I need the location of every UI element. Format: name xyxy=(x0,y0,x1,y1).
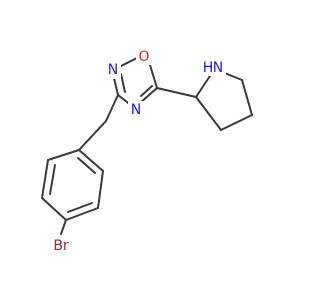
bond-c-br xyxy=(60,219,67,235)
bond-o1-n2 xyxy=(120,57,138,67)
bond-c3p-c2p xyxy=(195,96,222,131)
atom-label-o: O xyxy=(138,49,149,65)
structure-canvas: O N N H N Br xyxy=(41,47,253,256)
bond-n4-c5-double xyxy=(140,85,153,97)
bond-c2p-nh xyxy=(195,75,211,98)
atom-nh: H N xyxy=(200,56,226,76)
bond-c5p-c4p xyxy=(241,79,253,116)
bond-n2-c3-double xyxy=(120,73,126,93)
bond-b2-b3-double xyxy=(49,164,56,195)
bond-ch2-benzene xyxy=(78,120,107,151)
bond-b2-b3 xyxy=(41,159,49,199)
atom-label-h: H xyxy=(203,60,214,76)
bond-c3-ch2 xyxy=(105,94,119,122)
atom-label-n2: N xyxy=(108,62,118,78)
bond-b6-b1 xyxy=(78,149,104,172)
atom-label-br: Br xyxy=(53,238,69,254)
bond-b4-b5-double xyxy=(67,202,93,213)
bond-b4-b5 xyxy=(65,207,99,221)
atom-br: Br xyxy=(48,236,74,256)
bond-b5-b6 xyxy=(97,170,104,209)
atom-n2: N xyxy=(105,61,121,79)
bond-n4-c5 xyxy=(139,87,158,104)
atom-label-nh: N xyxy=(213,60,223,76)
bond-b3-b4 xyxy=(41,197,67,221)
molecule-diagram: O N N H N Br xyxy=(41,47,253,256)
bond-c4p-c3p xyxy=(220,114,253,131)
atom-label-n4: N xyxy=(131,102,141,118)
atom-n4: N xyxy=(128,101,144,119)
bond-c5-o1 xyxy=(149,64,158,89)
atom-o1: O xyxy=(136,47,152,65)
bond-b6-b1-double xyxy=(77,157,96,174)
bond-b1-b2 xyxy=(47,149,80,161)
bond-c5-c2p xyxy=(156,87,197,98)
